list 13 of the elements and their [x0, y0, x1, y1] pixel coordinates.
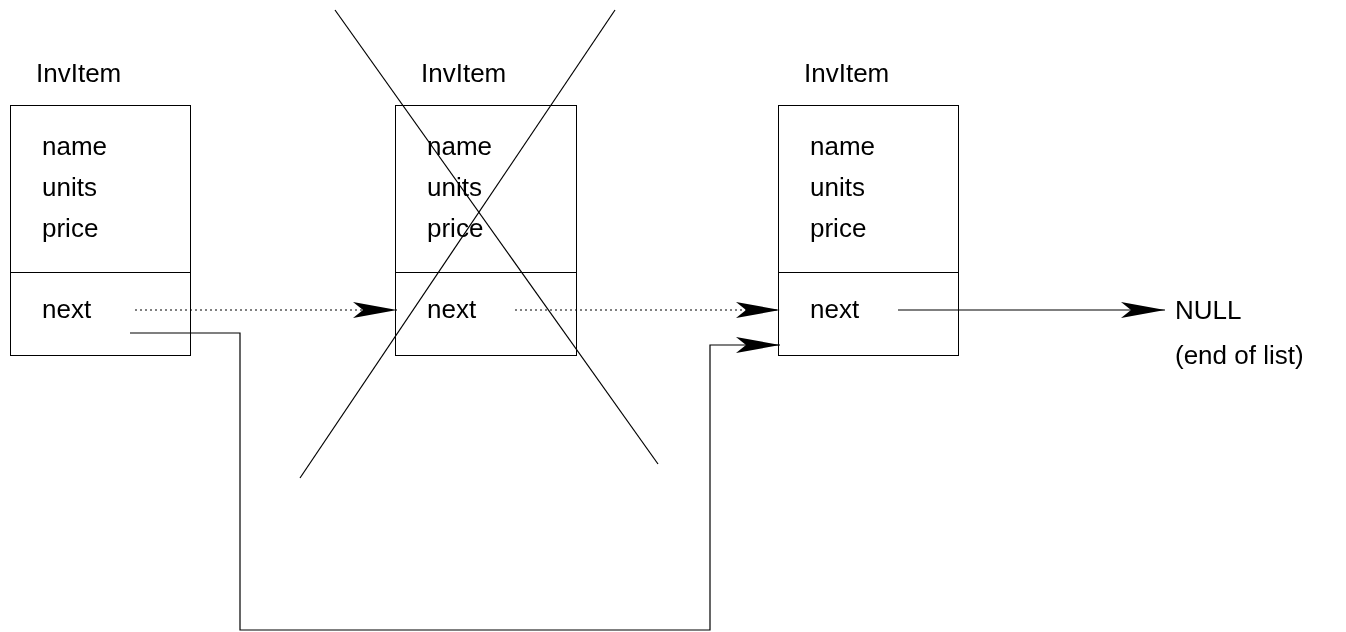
- arrow: [897, 302, 1166, 318]
- null-label: NULL: [1175, 294, 1242, 327]
- field-name: next: [427, 294, 477, 324]
- arrow: [134, 302, 398, 318]
- arrow: [129, 332, 781, 631]
- note-text: (end of list): [1175, 339, 1304, 372]
- field-name: next: [810, 294, 860, 324]
- struct-heading: InvItem: [421, 58, 507, 88]
- struct-heading: InvItem: [36, 58, 122, 88]
- field-list: name units price: [42, 126, 142, 249]
- struct-heading: InvItem: [804, 58, 890, 88]
- field-list: name units price: [810, 126, 910, 249]
- field-name: next: [42, 294, 92, 324]
